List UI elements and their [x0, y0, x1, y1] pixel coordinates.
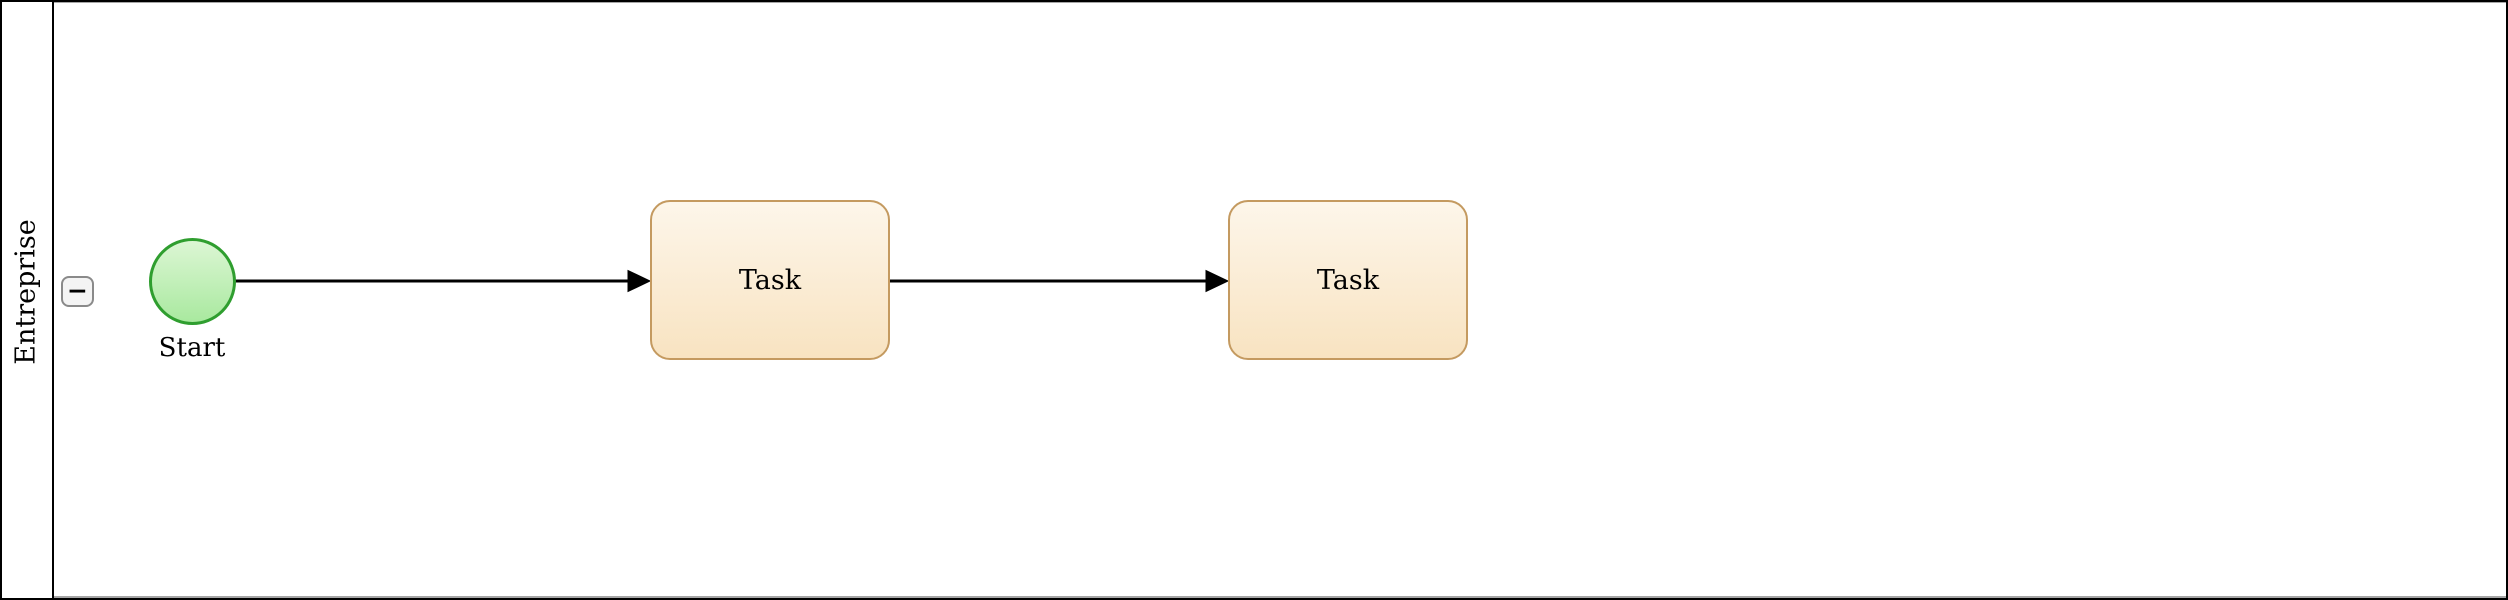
task-1-label: Task — [738, 264, 802, 296]
lane-label: Entreprise — [10, 219, 42, 365]
lane-content — [54, 2, 2506, 598]
lane-collapse-button[interactable]: − — [61, 276, 94, 307]
task-2-label: Task — [1316, 264, 1380, 296]
task-node-2[interactable]: Task — [1228, 200, 1468, 360]
minus-icon: − — [67, 276, 88, 305]
task-node-1[interactable]: Task — [650, 200, 890, 360]
start-event-node[interactable] — [149, 238, 236, 325]
start-event-label: Start — [158, 333, 226, 363]
lane-header[interactable]: Entreprise — [2, 2, 54, 598]
